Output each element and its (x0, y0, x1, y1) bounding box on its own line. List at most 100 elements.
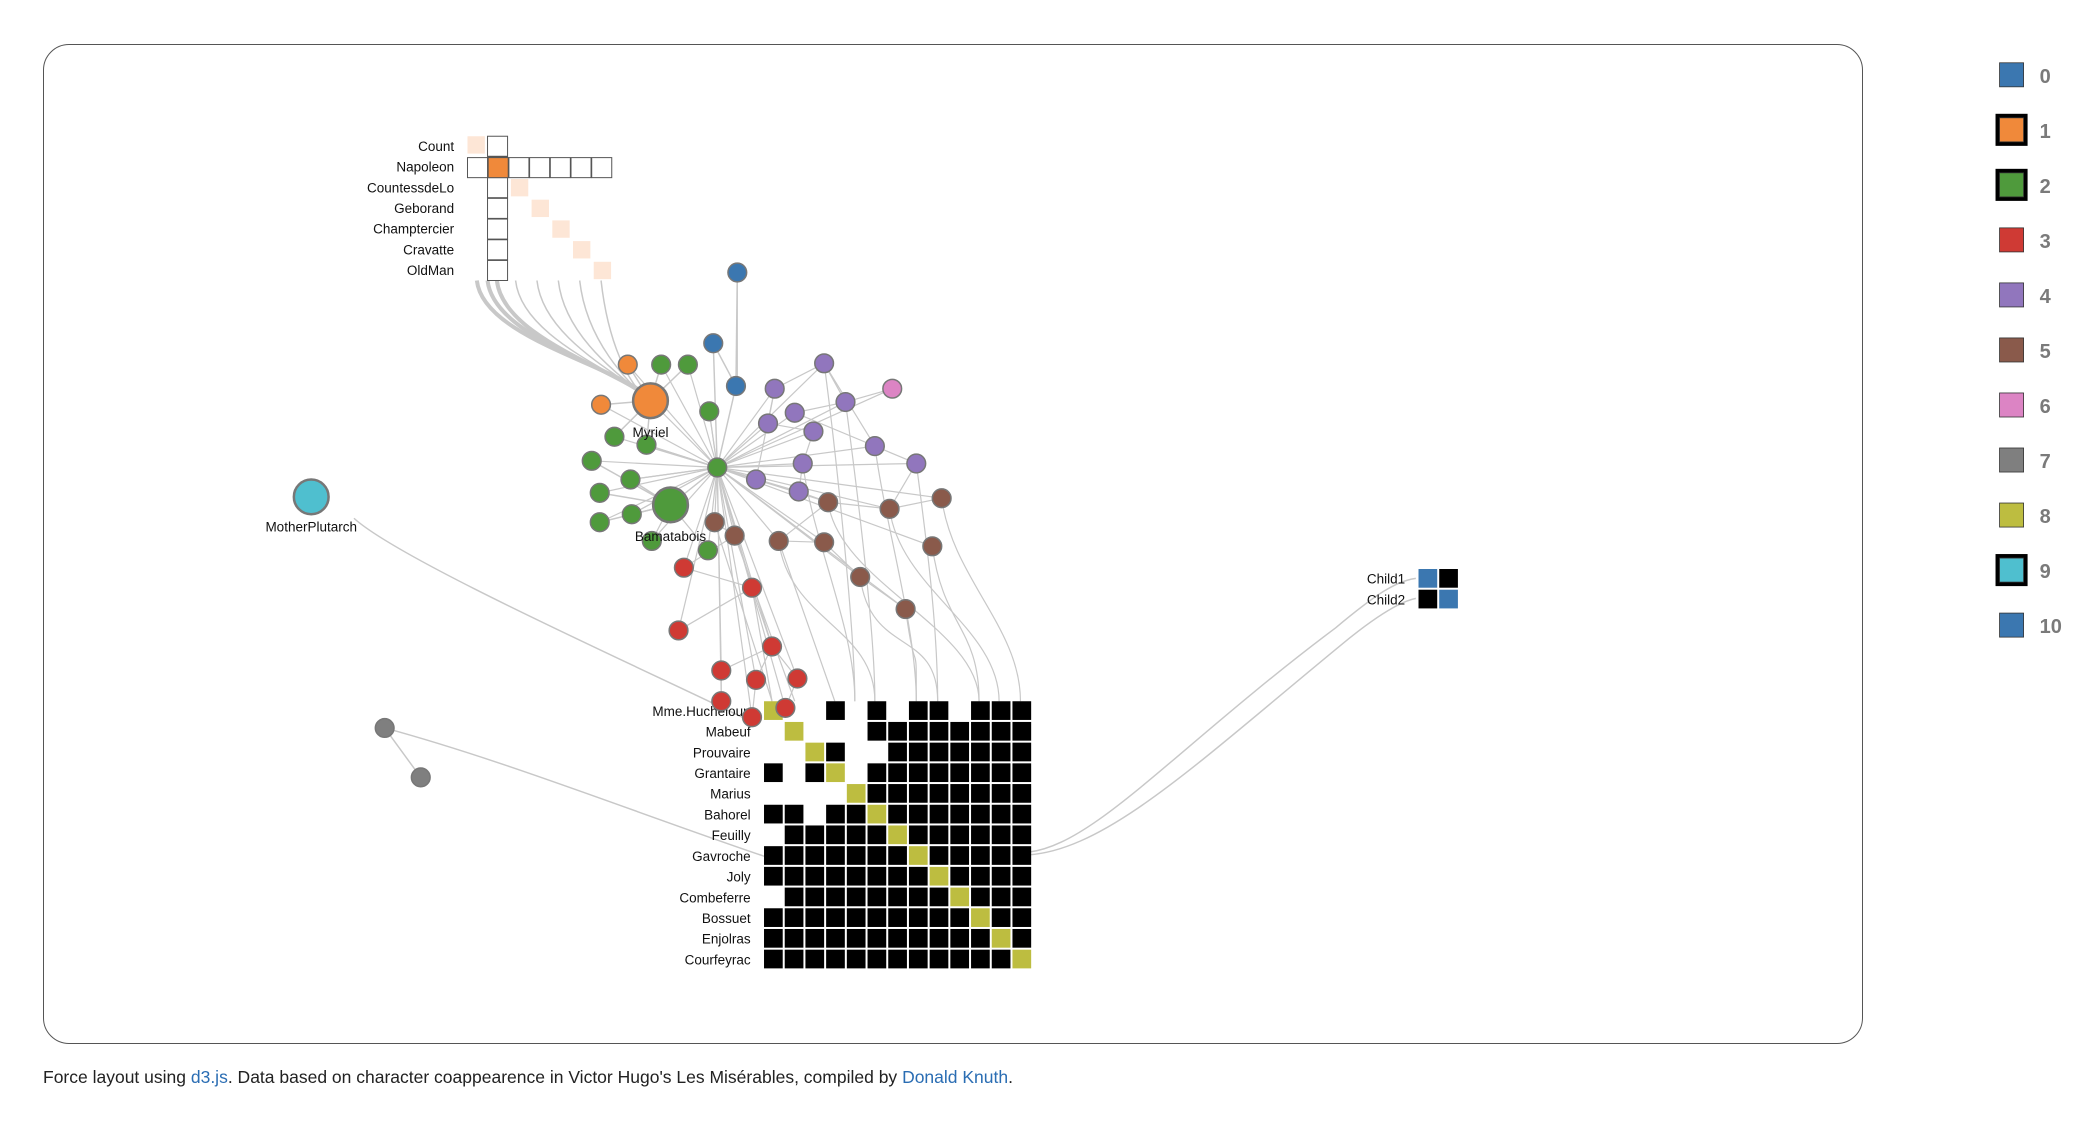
matrix-cell[interactable] (950, 784, 970, 803)
matrix-cell[interactable] (908, 763, 928, 783)
legend-item-1[interactable]: 1 (1995, 113, 2051, 146)
matrix-cell[interactable] (888, 949, 907, 969)
matrix-cell[interactable] (826, 742, 845, 762)
matrix-cell[interactable] (487, 177, 509, 199)
matrix-cell[interactable] (846, 784, 866, 803)
matrix-cell[interactable] (867, 804, 887, 824)
matrix-cell[interactable] (991, 825, 1011, 845)
matrix-cell[interactable] (929, 866, 949, 886)
donald-knuth-link[interactable]: Donald Knuth (902, 1067, 1009, 1087)
matrix-cell[interactable] (991, 701, 1011, 720)
matrix-cell[interactable] (826, 949, 845, 969)
matrix-cell[interactable] (867, 784, 887, 803)
legend-item-6[interactable]: 6 (1999, 392, 2051, 418)
legend-swatch[interactable] (1999, 337, 2024, 363)
matrix-cell[interactable] (846, 825, 866, 845)
matrix-cell[interactable] (908, 784, 928, 803)
legend-item-4[interactable]: 4 (1999, 282, 2052, 308)
barricade-matrix[interactable]: Mme.HucheloupMabeufProuvaireGrantaireMar… (652, 701, 1032, 969)
matrix-cell[interactable] (805, 887, 825, 907)
legend-item-5[interactable]: 5 (1999, 337, 2051, 363)
matrix-cell[interactable] (991, 949, 1011, 969)
matrix-cell[interactable] (805, 949, 825, 969)
matrix-cell[interactable] (805, 866, 825, 886)
matrix-cell[interactable] (888, 846, 907, 865)
legend-swatch[interactable] (1999, 392, 2024, 418)
matrix-cell[interactable] (929, 825, 949, 845)
graph-node[interactable] (814, 353, 835, 374)
matrix-cell[interactable] (908, 928, 928, 948)
matrix-cell[interactable] (929, 846, 949, 865)
matrix-cell[interactable] (971, 908, 990, 927)
graph-node[interactable] (374, 717, 395, 739)
matrix-cell[interactable] (846, 908, 866, 927)
graph-node[interactable] (818, 492, 839, 513)
graph-node[interactable] (651, 354, 672, 375)
legend-swatch[interactable] (1999, 502, 2024, 528)
matrix-cell[interactable] (991, 763, 1011, 783)
graph-node[interactable] (724, 525, 745, 546)
graph-node[interactable] (922, 536, 943, 557)
matrix-cell[interactable] (888, 804, 907, 824)
matrix-cell[interactable] (971, 825, 990, 845)
matrix-cell[interactable] (867, 763, 887, 783)
matrix-cell[interactable] (487, 259, 509, 281)
matrix-cell[interactable] (826, 908, 845, 927)
legend-swatch[interactable] (1999, 227, 2024, 253)
matrix-cell[interactable] (805, 763, 825, 783)
matrix-cell[interactable] (950, 742, 970, 762)
legend-swatch[interactable] (1999, 282, 2024, 308)
matrix-cell[interactable] (950, 866, 970, 886)
matrix-cell[interactable] (908, 866, 928, 886)
graph-node[interactable] (589, 482, 610, 503)
legend-swatch[interactable] (1999, 172, 2024, 198)
matrix-cell[interactable] (764, 949, 783, 969)
matrix-cell[interactable] (991, 846, 1011, 865)
matrix-cell[interactable] (991, 866, 1011, 886)
matrix-cell[interactable] (867, 721, 887, 741)
graph-node[interactable] (931, 488, 952, 509)
matrix-cell[interactable] (826, 866, 845, 886)
matrix-cell[interactable] (867, 846, 887, 865)
graph-node[interactable] (620, 469, 641, 490)
matrix-cell[interactable] (846, 846, 866, 865)
matrix-cell[interactable] (950, 804, 970, 824)
graph-node[interactable] (699, 401, 720, 422)
legend-item-9[interactable]: 9 (1995, 554, 2051, 587)
graph-node[interactable] (882, 378, 903, 399)
matrix-cell[interactable] (1418, 569, 1438, 588)
legend-swatch[interactable] (1999, 557, 2024, 583)
matrix-cell[interactable] (908, 701, 928, 720)
matrix-cell[interactable] (487, 218, 509, 240)
graph-node[interactable] (792, 453, 813, 474)
matrix-cell[interactable] (971, 949, 990, 969)
graph-node[interactable] (631, 382, 670, 420)
matrix-cell[interactable] (764, 804, 783, 824)
matrix-cell[interactable] (888, 721, 907, 741)
matrix-cell[interactable] (867, 887, 887, 907)
matrix-cell[interactable] (846, 928, 866, 948)
matrix-cell[interactable] (764, 908, 783, 927)
matrix-cell[interactable] (784, 908, 804, 927)
matrix-cell[interactable] (805, 908, 825, 927)
graph-node[interactable] (589, 512, 610, 533)
matrix-cell[interactable] (929, 887, 949, 907)
graph-node[interactable] (864, 436, 885, 457)
matrix-cell[interactable] (888, 866, 907, 886)
matrix-cell[interactable] (908, 887, 928, 907)
matrix-cell[interactable] (846, 804, 866, 824)
matrix-cell[interactable] (1012, 908, 1032, 927)
graph-node[interactable] (617, 354, 638, 375)
matrix-cell[interactable] (971, 846, 990, 865)
matrix-cell[interactable] (929, 804, 949, 824)
matrix-cell[interactable] (784, 887, 804, 907)
matrix-cell[interactable] (1012, 928, 1032, 948)
graph-node[interactable] (906, 453, 927, 474)
matrix-cell[interactable] (1012, 804, 1032, 824)
matrix-cell[interactable] (784, 721, 804, 741)
legend-item-0[interactable]: 0 (1999, 62, 2051, 88)
